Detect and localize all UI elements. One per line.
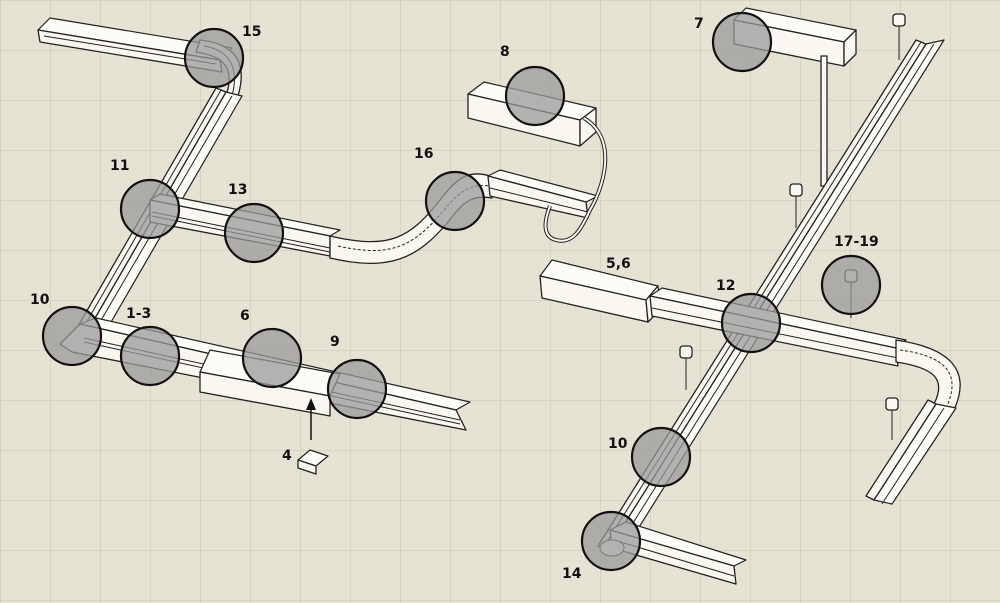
callout-1-3: 1-3	[126, 306, 151, 322]
callout-4: 4	[282, 448, 292, 464]
highlight-13	[223, 202, 285, 264]
highlight-11	[119, 178, 181, 240]
highlight-14	[580, 510, 642, 572]
callout-10-right: 10	[608, 436, 628, 452]
highlight-8	[504, 65, 566, 127]
callout-11: 11	[110, 158, 129, 174]
highlight-15	[183, 27, 245, 89]
callout-6: 6	[240, 308, 250, 324]
rail-bend-down	[865, 399, 957, 505]
callout-8: 8	[500, 44, 510, 60]
callout-16: 16	[414, 146, 433, 162]
end-cap-4	[297, 398, 329, 475]
highlight-10-right	[630, 426, 692, 488]
callout-7: 7	[694, 16, 704, 32]
highlight-9	[326, 358, 388, 420]
highlight-7	[711, 11, 773, 73]
callout-13: 13	[228, 182, 247, 198]
callout-5-6: 5,6	[606, 256, 631, 272]
suspensions	[679, 13, 906, 440]
callout-14: 14	[562, 566, 582, 582]
callout-15: 15	[242, 24, 261, 40]
highlight-1-3	[119, 325, 181, 387]
callout-10-left: 10	[30, 292, 50, 308]
highlight-10-left	[41, 305, 103, 367]
callout-12: 12	[716, 278, 735, 294]
highlight-12	[720, 292, 782, 354]
highlight-16	[424, 170, 486, 232]
callout-9: 9	[330, 334, 340, 350]
callout-17-19: 17-19	[834, 234, 879, 250]
highlight-6	[241, 327, 303, 389]
highlight-17-19	[820, 254, 882, 316]
